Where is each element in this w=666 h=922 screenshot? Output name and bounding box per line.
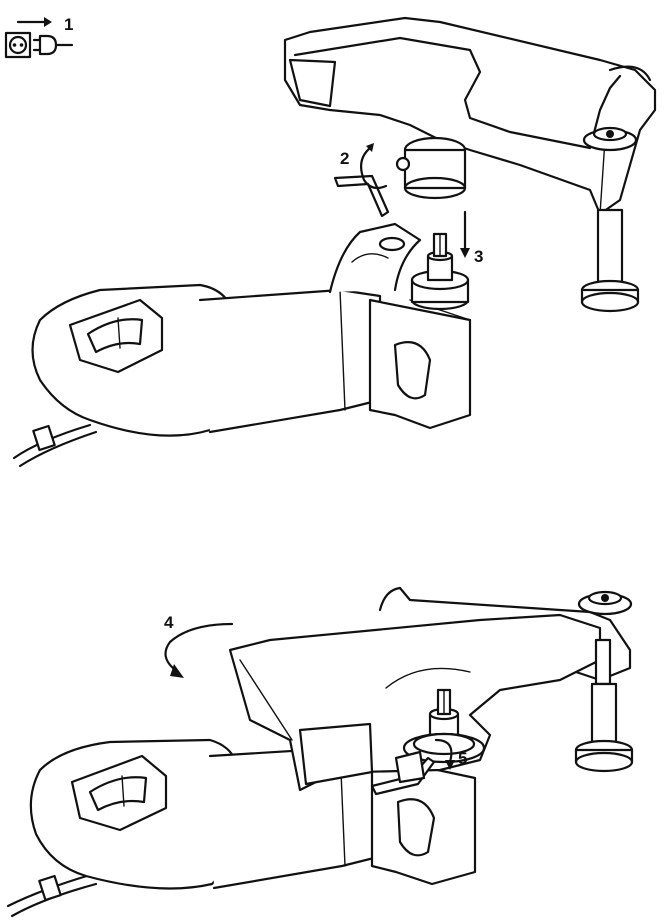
step-5-label: 5 bbox=[458, 749, 467, 768]
unplug-icon bbox=[6, 33, 72, 57]
step-2-label: 2 bbox=[340, 149, 349, 168]
unplug-direction-arrow-icon bbox=[18, 17, 52, 27]
step-3-label: 3 bbox=[474, 247, 483, 266]
step-1-label: 1 bbox=[64, 15, 73, 34]
down-arrow-icon-step-3 bbox=[460, 212, 470, 258]
grinder-body-top bbox=[14, 224, 470, 466]
rotate-arrow-icon-step-4 bbox=[166, 624, 233, 678]
step-4-label: 4 bbox=[164, 613, 174, 632]
hex-key-icon bbox=[335, 176, 388, 216]
